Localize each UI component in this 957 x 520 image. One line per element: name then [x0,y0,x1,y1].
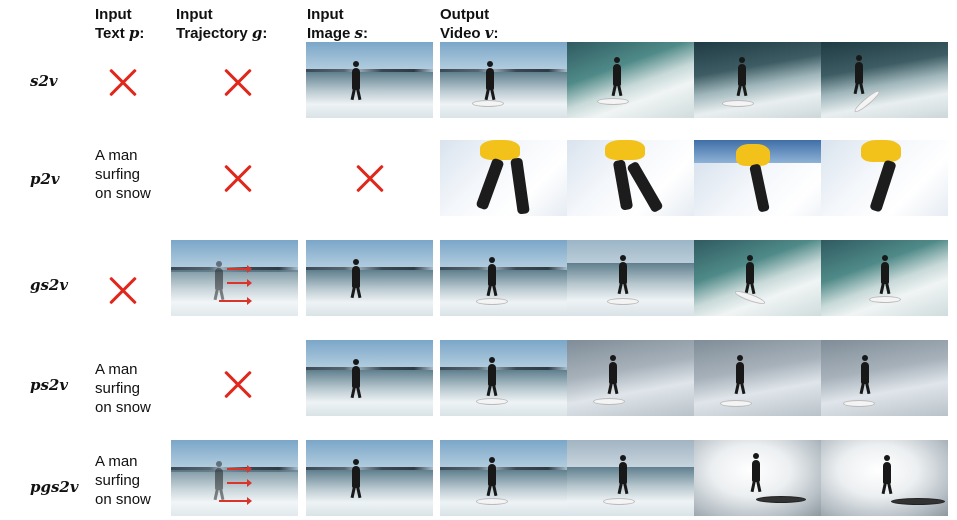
video-frame [440,440,567,516]
header-word: Trajectory [176,25,248,42]
video-frame [567,440,694,516]
header-colon: : [493,25,499,42]
video-frame [440,140,567,216]
trajectory-arrow [227,279,252,287]
header-word: Image [307,25,351,42]
prompt-line: on snow [95,185,151,202]
cross-icon [107,67,139,99]
prompt-line: on snow [95,399,151,416]
video-frame [694,340,821,416]
trajectory-image [171,240,298,316]
video-frame [821,440,948,516]
text-prompt: A man surfing on snow [95,360,165,417]
video-frame [694,140,821,216]
prompt-line: A man [95,453,138,470]
video-frame [821,140,948,216]
row-label: s2v [30,72,58,90]
prompt-line: A man [95,147,138,164]
row-label: gs2v [30,276,69,294]
header-symbol: g [251,24,263,42]
video-frame [567,240,694,316]
cross-icon [222,67,254,99]
video-frame [821,240,948,316]
prompt-line: surfing [95,380,141,397]
header-line2: Text p: [95,24,144,43]
row-label: p2v [30,170,60,188]
header-word: Video [440,25,481,42]
header-colon: : [362,25,368,42]
trajectory-arrow [227,265,252,273]
input-image [306,340,433,416]
trajectory-arrow [219,497,252,505]
trajectory-arrow [227,465,252,473]
video-frame [821,42,948,118]
video-frame [440,42,567,118]
prompt-line: on snow [95,491,151,508]
cross-icon [222,163,254,195]
trajectory-arrow [219,297,252,305]
header-line2: Image s: [307,24,368,43]
trajectory-image [171,440,298,516]
video-frame [694,440,821,516]
header-line2: Video v: [440,24,498,43]
video-frame [440,340,567,416]
header-colon: : [139,25,145,42]
row-label: pgs2v [30,478,79,496]
header-line1: Output [440,6,490,23]
video-frame [567,140,694,216]
input-image [306,440,433,516]
video-frame [567,340,694,416]
video-frame [440,240,567,316]
header-line1: Input [176,6,213,23]
header-line1: Input [95,6,132,23]
header-input-text: Input Text p: [95,6,144,43]
video-frame [821,340,948,416]
cross-icon [107,275,139,307]
video-frame [567,42,694,118]
row-label: ps2v [30,376,69,394]
prompt-line: A man [95,361,138,378]
header-input-image: Input Image s: [307,6,368,43]
trajectory-arrow [227,479,252,487]
input-image [306,42,433,118]
prompt-line: surfing [95,166,141,183]
cross-icon [222,369,254,401]
header-line1: Input [307,6,344,23]
input-image [306,240,433,316]
prompt-line: surfing [95,472,141,489]
header-word: Text [95,25,125,42]
header-output-video: Output Video v: [440,6,498,43]
text-prompt: A man surfing on snow [95,146,165,203]
header-colon: : [262,25,268,42]
header-symbol: v [484,24,494,42]
video-frame [694,42,821,118]
video-frame [694,240,821,316]
text-prompt: A man surfing on snow [95,452,165,509]
header-input-trajectory: Input Trajectory g: [176,6,267,43]
cross-icon [354,163,386,195]
header-symbol: s [354,24,363,42]
header-line2: Trajectory g: [176,24,267,43]
header-symbol: p [128,24,140,42]
